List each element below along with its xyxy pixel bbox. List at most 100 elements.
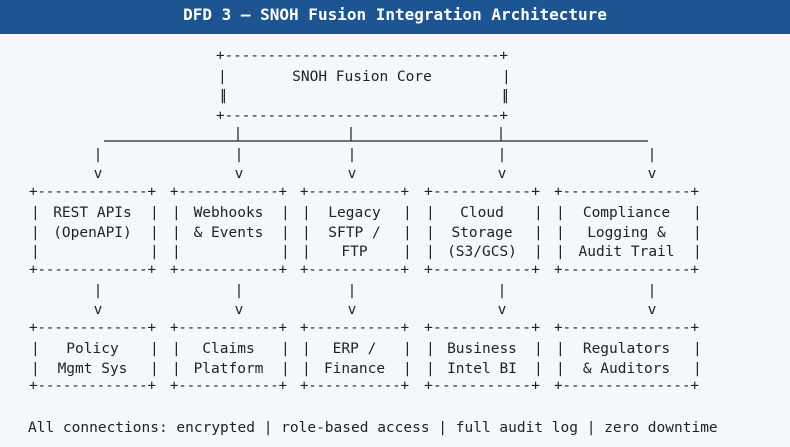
- integration-box-legacy-side: |: [403, 225, 412, 241]
- arrow-down-icon: v: [235, 166, 244, 182]
- bus-junction: |: [347, 126, 356, 142]
- integration-box-compliance-label: Audit Trail: [578, 244, 674, 260]
- footer-note: All connections: encrypted | role-based …: [28, 420, 718, 436]
- bus-junction: |: [234, 126, 243, 142]
- integration-box-compliance-label: Logging &: [587, 225, 666, 241]
- integration-box-compliance-label: Compliance: [583, 205, 670, 221]
- drop-pipe-compliance: |: [648, 147, 657, 163]
- destination-box-regulators-side: |: [693, 361, 702, 377]
- destination-box-regulators-label: Regulators: [583, 341, 670, 357]
- destination-box-erp-finance-border: +-----------+: [300, 320, 409, 336]
- integration-box-compliance-side: |: [693, 205, 702, 221]
- integration-box-webhooks-side: |: [172, 244, 181, 260]
- integration-box-rest-apis-side: |: [150, 225, 159, 241]
- integration-box-cloud-storage-side: |: [534, 244, 543, 260]
- destination-box-erp-finance-side: |: [403, 341, 412, 357]
- destination-box-policy-mgmt-label: Mgmt Sys: [58, 361, 128, 377]
- integration-box-compliance-side: |: [693, 225, 702, 241]
- integration-box-cloud-storage-side: |: [426, 225, 435, 241]
- destination-box-claims-platform-border: +------------+: [170, 320, 287, 336]
- destination-box-regulators-border: +---------------+: [554, 378, 699, 394]
- core-box-border: +--------------------------------+: [216, 108, 508, 124]
- arrow-down-icon: v: [94, 166, 103, 182]
- core-connector-pipe: |: [220, 88, 229, 104]
- drop-pipe-erp-finance: |: [348, 283, 357, 299]
- integration-box-webhooks-label: & Events: [194, 225, 264, 241]
- destination-box-policy-mgmt-side: |: [150, 361, 159, 377]
- destination-box-policy-mgmt-side: |: [31, 361, 40, 377]
- integration-box-rest-apis-side: |: [31, 225, 40, 241]
- destination-box-regulators-side: |: [556, 361, 565, 377]
- integration-box-compliance-side: |: [693, 244, 702, 260]
- core-box-side: |: [502, 88, 511, 104]
- integration-box-legacy-side: |: [302, 225, 311, 241]
- destination-box-policy-mgmt-border: +-------------+: [29, 378, 156, 394]
- core-box-border: +--------------------------------+: [216, 48, 508, 64]
- destination-box-claims-platform-side: |: [172, 341, 181, 357]
- integration-box-rest-apis-side: |: [150, 244, 159, 260]
- integration-box-legacy-label: FTP: [341, 244, 367, 260]
- destination-box-policy-mgmt-label: Policy: [66, 341, 119, 357]
- integration-box-compliance-side: |: [556, 225, 565, 241]
- drop-pipe-legacy: |: [348, 147, 357, 163]
- destination-box-regulators-border: +---------------+: [554, 320, 699, 336]
- integration-box-webhooks-side: |: [281, 244, 290, 260]
- destination-box-policy-mgmt-side: |: [150, 341, 159, 357]
- drop-pipe-regulators: |: [648, 283, 657, 299]
- arrow-down-icon: v: [94, 302, 103, 318]
- destination-box-business-intel-side: |: [426, 341, 435, 357]
- core-box-side: |: [502, 69, 511, 85]
- destination-box-claims-platform-side: |: [281, 341, 290, 357]
- integration-box-legacy-label: SFTP /: [328, 225, 380, 241]
- core-box-side: |: [218, 69, 227, 85]
- destination-box-claims-platform: +------------++------------+||||ClaimsPl…: [170, 320, 290, 394]
- destination-box-policy-mgmt: +-------------++-------------+||||Policy…: [29, 320, 159, 394]
- destination-box-policy-mgmt-border: +-------------+: [29, 320, 156, 336]
- integration-box-cloud-storage-side: |: [426, 205, 435, 221]
- destination-box-erp-finance-label: ERP /: [333, 341, 377, 357]
- integration-box-rest-apis-border: +-------------+: [29, 262, 156, 278]
- arrow-down-icon: v: [498, 302, 507, 318]
- destination-box-business-intel-label: Business: [447, 341, 517, 357]
- destination-box-business-intel-border: +-----------+: [424, 378, 540, 394]
- core-box: +--------------------------------+ +-----…: [216, 48, 511, 124]
- bus-junction: |: [497, 126, 506, 142]
- integration-box-legacy-side: |: [403, 244, 412, 260]
- integration-box-cloud-storage-label: Cloud: [460, 205, 504, 221]
- integration-box-cloud-storage-side: |: [534, 205, 543, 221]
- destination-box-business-intel-side: |: [534, 361, 543, 377]
- integration-box-legacy-side: |: [302, 205, 311, 221]
- destination-box-erp-finance-side: |: [302, 341, 311, 357]
- integration-box-rest-apis-side: |: [31, 244, 40, 260]
- arrow-down-icon: v: [648, 302, 657, 318]
- integration-box-cloud-storage-label: Storage: [451, 225, 512, 241]
- destination-box-erp-finance-side: |: [403, 361, 412, 377]
- integration-box-compliance-border: +---------------+: [554, 262, 699, 278]
- drop-pipe-claims-platform: |: [235, 283, 244, 299]
- integration-box-cloud-storage-side: |: [534, 225, 543, 241]
- integration-box-compliance-side: |: [556, 244, 565, 260]
- destination-box-erp-finance: +-----------++-----------+||||ERP /Finan…: [300, 320, 412, 394]
- integration-box-rest-apis-label: REST APIs: [53, 205, 132, 221]
- drop-pipe-webhooks: |: [235, 147, 244, 163]
- arrow-down-icon: v: [498, 166, 507, 182]
- diagram-title: DFD 3 — SNOH Fusion Integration Architec…: [0, 0, 790, 34]
- core-box-label: SNOH Fusion Core: [292, 69, 432, 85]
- destination-box-regulators-side: |: [693, 341, 702, 357]
- destination-box-business-intel-side: |: [426, 361, 435, 377]
- integration-box-webhooks-side: |: [281, 225, 290, 241]
- integration-box-rest-apis-border: +-------------+: [29, 184, 156, 200]
- integration-box-cloud-storage: +-----------++-----------+||||||CloudSto…: [424, 184, 543, 278]
- integration-box-legacy-side: |: [403, 205, 412, 221]
- destination-box-business-intel-border: +-----------+: [424, 320, 540, 336]
- integration-box-webhooks-side: |: [281, 205, 290, 221]
- destination-box-regulators: +---------------++---------------+||||Re…: [554, 320, 702, 394]
- integration-box-rest-apis-side: |: [150, 205, 159, 221]
- integration-box-legacy-border: +-----------+: [300, 262, 409, 278]
- destination-box-erp-finance-side: |: [302, 361, 311, 377]
- arrow-down-icon: v: [235, 302, 244, 318]
- core-connector-pipe: |: [500, 88, 509, 104]
- integration-box-rest-apis: +-------------++-------------+||||||REST…: [29, 184, 159, 278]
- destination-box-erp-finance-border: +-----------+: [300, 378, 409, 394]
- integration-box-cloud-storage-side: |: [426, 244, 435, 260]
